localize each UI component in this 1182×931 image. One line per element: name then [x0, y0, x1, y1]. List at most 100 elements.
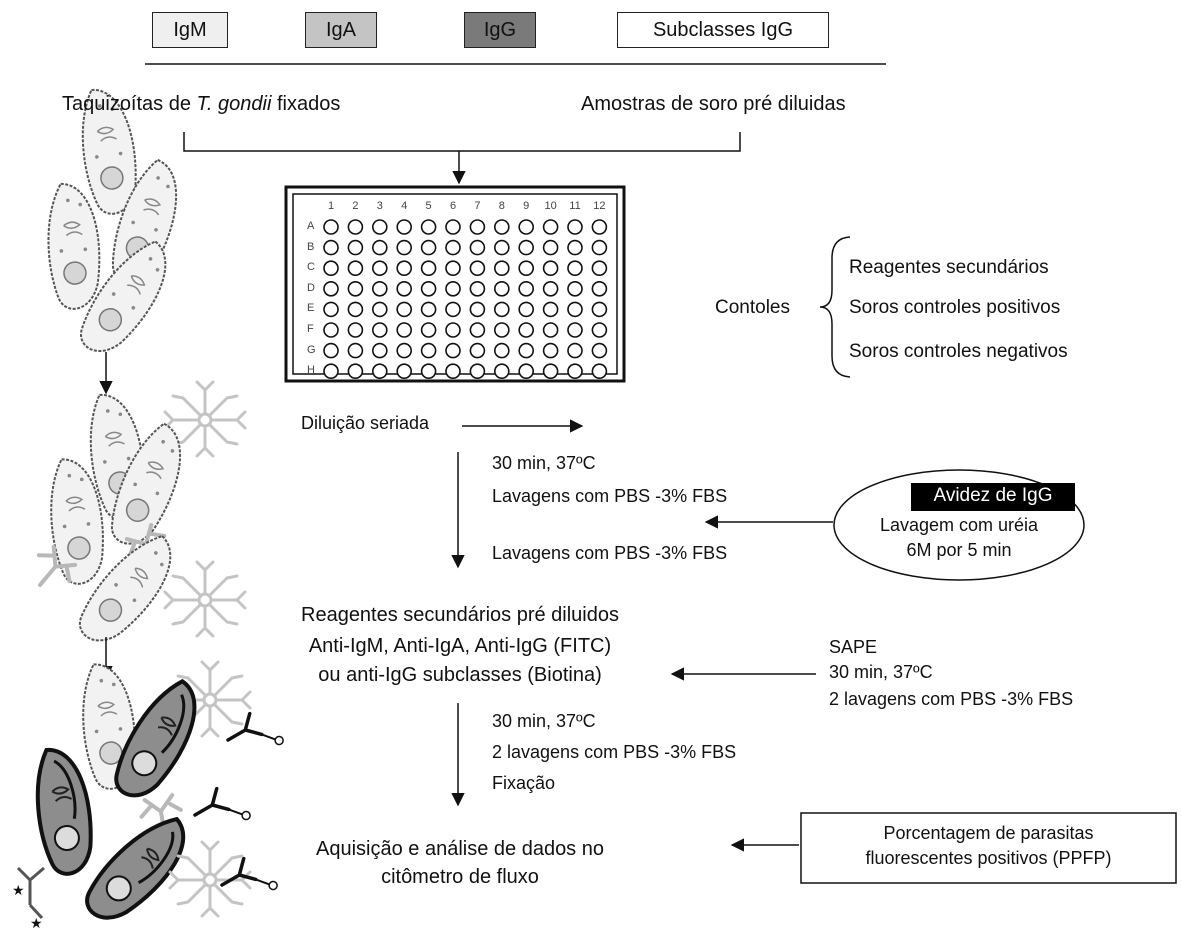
plate-well: [542, 280, 559, 297]
plate-well: [542, 219, 559, 235]
plate-well: [347, 301, 364, 318]
plate-row-label: G: [307, 343, 316, 356]
plate-well: [518, 260, 535, 277]
ppfp-line-1: Porcentagem de parasitas: [883, 823, 1094, 843]
serum-label: Amostras de soro pré diluidas: [581, 93, 846, 115]
plate-well: [469, 322, 486, 338]
plate-row-label: H: [307, 364, 315, 377]
tag-igg-subclasses: Subclasses IgG: [617, 12, 829, 48]
plate-well: [420, 342, 437, 359]
plate-column-label: 8: [498, 200, 505, 212]
sape-line-3: 2 lavagens com PBS -3% FBS: [829, 689, 1074, 709]
plate-well: [469, 363, 486, 380]
plate-well: [323, 260, 339, 277]
plate-well: [371, 363, 388, 380]
plate-well: [567, 342, 583, 359]
plate-well: [445, 342, 461, 359]
ppfp-line-2: fluorescentes positivos (PPFP): [865, 848, 1112, 868]
plate-well: [591, 219, 608, 235]
plate-well: [445, 239, 461, 256]
plate-well: [371, 322, 388, 338]
plate-well: [323, 239, 339, 256]
plate-well: [518, 342, 535, 359]
secondary-line-3: ou anti-IgG subclasses (Biotina): [318, 664, 602, 686]
plate-well: [420, 363, 437, 380]
plate-well: [518, 322, 535, 338]
plate-well: [542, 363, 559, 380]
plate-well: [518, 280, 535, 297]
fixation-label: Fixação: [492, 773, 556, 793]
plate-well: [591, 239, 608, 256]
plate-well: [347, 219, 364, 235]
plate-well: [518, 239, 535, 256]
plate-well: [493, 239, 510, 256]
plate-well: [420, 322, 437, 338]
plate-well: [542, 342, 559, 359]
plate-well: [445, 322, 461, 338]
plate-well: [445, 301, 461, 318]
plate-well: [445, 363, 461, 380]
tag-igg: IgG: [464, 12, 536, 48]
control-item-secondary: Reagentes secundários: [849, 257, 1049, 278]
plate-well: [469, 342, 486, 359]
plate-column-label: 1: [327, 200, 335, 212]
plate-well: [347, 239, 364, 256]
plate-well: [567, 219, 583, 235]
plate-well: [371, 342, 388, 359]
incubation-1: 30 min, 37ºC: [492, 453, 596, 473]
plate-column-label: 2: [352, 200, 359, 212]
plate-well: [396, 239, 413, 256]
plate-well: [420, 280, 437, 297]
acquisition-line-2: citômetro de fluxo: [381, 866, 539, 888]
plate-column-label: 3: [376, 200, 383, 212]
control-item-positive: Soros controles positivos: [849, 297, 1061, 318]
plate-well: [347, 342, 364, 359]
parasites-suffix: fixados: [271, 93, 341, 115]
plate-well: [591, 301, 608, 318]
plate-well: [542, 301, 559, 318]
plate-row-label: A: [307, 220, 315, 232]
plate-well: [542, 260, 559, 277]
wash-2: Lavagens com PBS -3% FBS: [492, 543, 728, 563]
avidity-line-1: Lavagem com uréia: [879, 515, 1039, 535]
dilution-label: Diluição seriada: [301, 413, 430, 433]
plate-well: [493, 342, 510, 359]
parasites-species: T. gondii: [196, 93, 272, 115]
plate-well: [420, 260, 437, 277]
plate-well: [469, 260, 486, 277]
plate-column-label: 11: [569, 200, 581, 212]
plate-well: [493, 219, 510, 235]
plate-well: [493, 322, 510, 338]
plate-well: [591, 363, 608, 380]
avidity-line-2: 6M por 5 min: [906, 540, 1012, 560]
plate-well: [518, 219, 535, 235]
incubation-2: 30 min, 37ºC: [492, 711, 596, 731]
controls-label: Contoles: [715, 297, 790, 318]
plate-well: [518, 301, 535, 318]
plate-well: [323, 301, 339, 318]
plate-well: [591, 342, 608, 359]
plate-column-label: 6: [449, 200, 457, 212]
parasites-label: Taquizoítas de T. gondii fixados: [62, 92, 340, 116]
plate-column-label: 4: [401, 200, 408, 212]
acquisition-line-1: Aquisição e análise de dados no: [316, 838, 604, 860]
plate-well: [567, 280, 583, 297]
plate-well: [469, 280, 486, 297]
plate-well: [445, 219, 461, 235]
wash-1: Lavagens com PBS -3% FBS: [492, 486, 728, 506]
plate-well: [371, 219, 388, 235]
tag-iga: IgA: [305, 12, 377, 48]
plate-well: [396, 342, 413, 359]
plate-row-label: D: [307, 281, 315, 294]
plate-well: [323, 363, 339, 380]
plate-well: [591, 260, 608, 277]
plate-well: [396, 260, 413, 277]
plate-well: [591, 322, 608, 338]
tag-igm: IgM: [152, 12, 228, 48]
secondary-line-2: Anti-IgM, Anti-IgA, Anti-IgG (FITC): [308, 635, 612, 657]
plate-well: [371, 239, 388, 256]
plate-well: [567, 322, 583, 338]
plate-well: [542, 322, 559, 338]
plate-well: [493, 280, 510, 297]
plate-well: [420, 219, 437, 235]
